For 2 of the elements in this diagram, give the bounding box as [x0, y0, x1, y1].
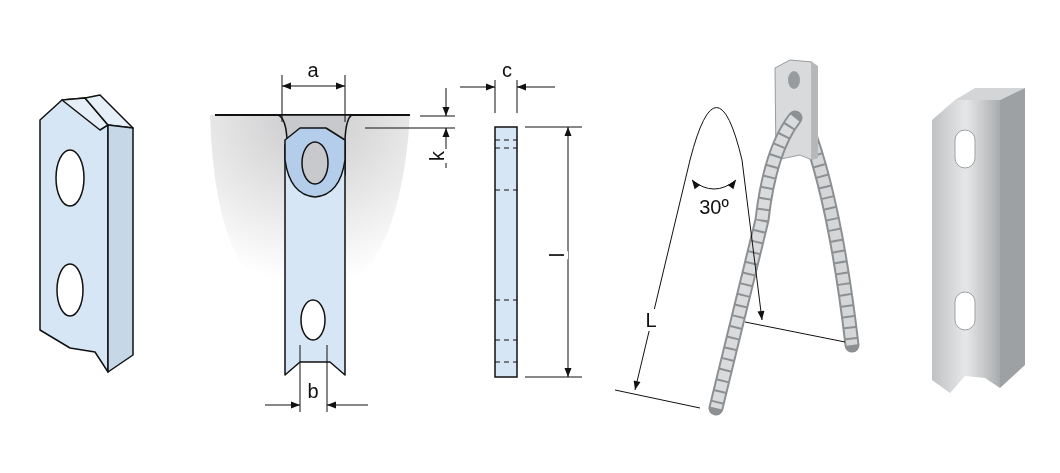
dimension-label: l	[546, 250, 568, 260]
dimension-label: k	[426, 149, 448, 163]
